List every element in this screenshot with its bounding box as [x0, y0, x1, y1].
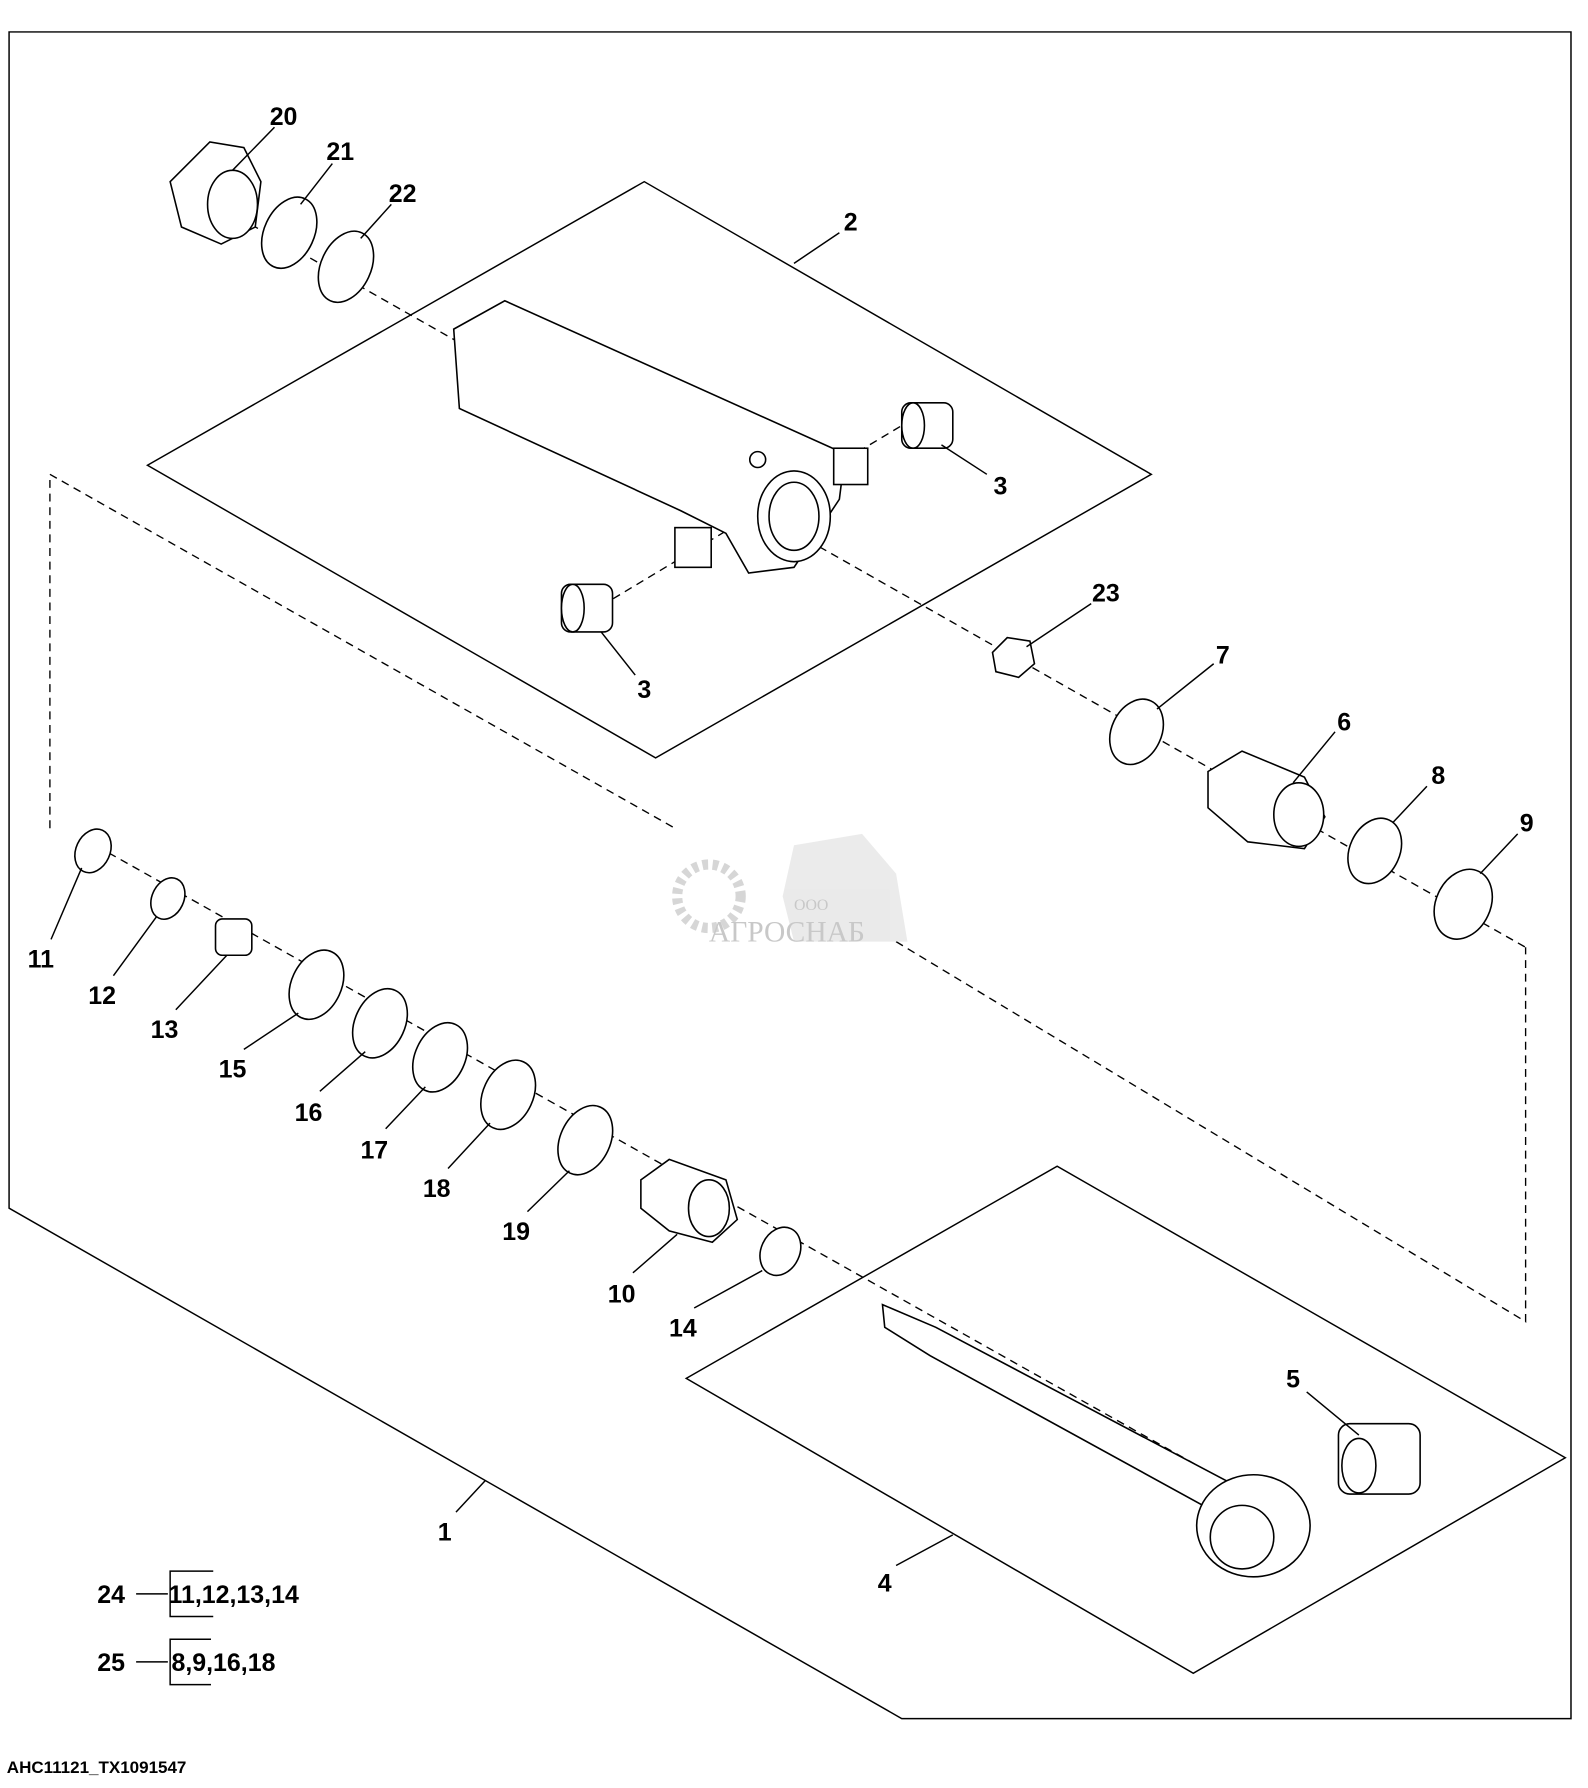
callout-3: 3: [994, 473, 1008, 501]
callout-12: 12: [88, 982, 116, 1010]
callout-1: 1: [438, 1519, 452, 1547]
assembly-frame: [8, 31, 1572, 1720]
callout-17: 17: [360, 1136, 388, 1164]
callouts: 20 21 22 2 3 3 23 7 6 8 9 11 12 13 15 16…: [28, 103, 1534, 1598]
callout-18: 18: [423, 1175, 451, 1203]
callout-7: 7: [1216, 642, 1230, 670]
callout-15: 15: [219, 1056, 247, 1084]
kit-25-number: 25: [97, 1649, 125, 1677]
rod-group-box: [684, 1165, 1567, 1675]
leader-lines: [50, 126, 1519, 1567]
callout-2: 2: [844, 208, 858, 236]
dashed-lines: [49, 203, 1527, 1527]
callout-8: 8: [1431, 762, 1445, 790]
kit-24-number: 24: [97, 1581, 125, 1609]
svg-text:АГРОСНАБ: АГРОСНАБ: [709, 917, 865, 949]
callout-9: 9: [1520, 810, 1534, 838]
callout-20: 20: [270, 103, 298, 131]
callout-4: 4: [878, 1570, 892, 1598]
callout-3: 3: [637, 676, 651, 704]
callout-22: 22: [389, 180, 417, 208]
barrel-group-box: [145, 180, 1153, 759]
callout-5: 5: [1286, 1365, 1300, 1393]
callout-6: 6: [1337, 709, 1351, 737]
callout-19: 19: [502, 1218, 530, 1246]
kit-25-parts: 8,9,16,18: [171, 1649, 275, 1677]
kit-legend: 24 11,12,13,14 25 8,9,16,18: [97, 1570, 299, 1686]
parts: [74, 141, 1494, 1578]
callout-13: 13: [151, 1016, 179, 1044]
callout-10: 10: [608, 1280, 636, 1308]
kit-24-parts: 11,12,13,14: [168, 1581, 298, 1609]
callout-23: 23: [1092, 579, 1120, 607]
watermark-logo: ООО АГРОСНАБ: [672, 833, 908, 949]
svg-text:ООО: ООО: [794, 897, 828, 914]
callout-21: 21: [326, 138, 354, 166]
callout-14: 14: [669, 1314, 697, 1342]
figure-id: AHC11121_TX1091547: [7, 1758, 187, 1777]
callout-11: 11: [28, 946, 54, 974]
callout-16: 16: [295, 1099, 323, 1127]
